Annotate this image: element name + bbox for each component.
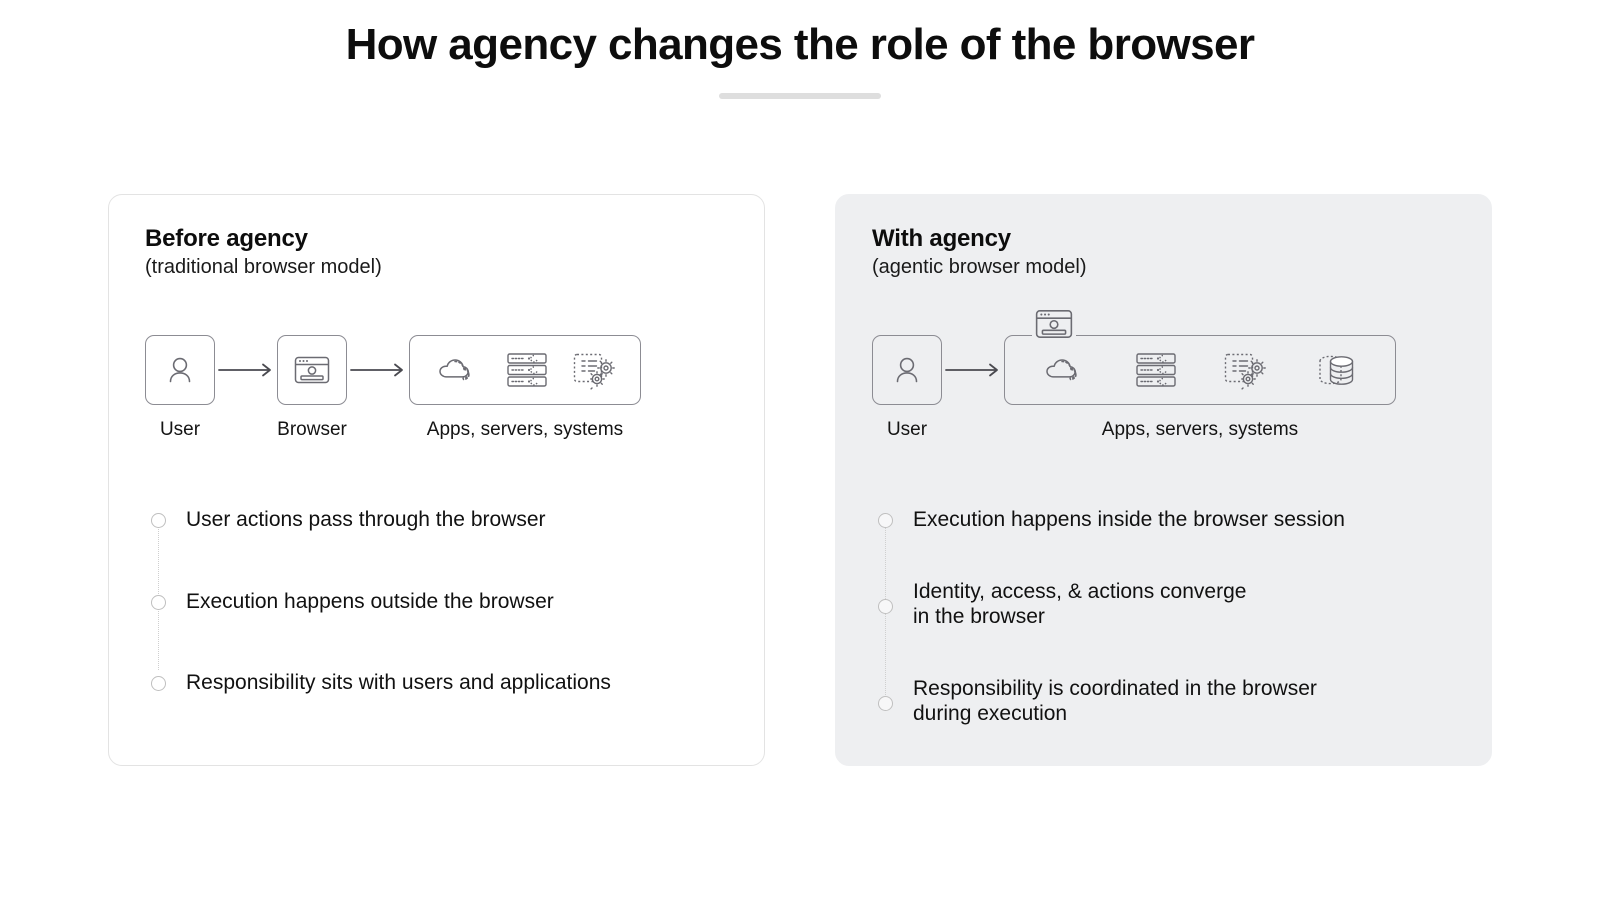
flow-group-systems-before: Apps, servers, systems	[409, 335, 641, 441]
database-icon	[1312, 350, 1360, 390]
bullet-dot-icon	[878, 513, 893, 528]
cloud-icon	[433, 353, 483, 387]
list-item-line-1: Execution happens inside the browser ses…	[913, 508, 1345, 531]
systems-group-box	[1004, 335, 1396, 405]
cloud-icon	[1040, 353, 1090, 387]
systems-group-box	[409, 335, 641, 405]
list-item: Execution happens outside the browser	[151, 589, 728, 615]
panel-with-agency: With agency (agentic browser model) User	[835, 194, 1492, 766]
document-gears-icon	[1222, 349, 1268, 391]
page-title: How agency changes the role of the brows…	[345, 20, 1255, 69]
systems-group-label: Apps, servers, systems	[1101, 419, 1299, 440]
list-item-line-1: Identity, access, & actions converge	[913, 579, 1247, 603]
bullet-list-before: User actions pass through the browser Ex…	[145, 507, 728, 696]
list-item-line-1: Responsibility is coordinated in the bro…	[913, 676, 1317, 700]
bullet-dot-icon	[878, 695, 893, 711]
user-icon	[163, 353, 197, 387]
flow-arrow-2-icon	[347, 335, 409, 405]
flow-arrow-1-icon	[215, 335, 277, 405]
panel-with-subtitle: (agentic browser model)	[872, 256, 1087, 278]
comparison-panels: Before agency (traditional browser model…	[108, 194, 1492, 766]
bullet-spacer	[151, 614, 728, 670]
list-item: Responsibility is coordinated in the bro…	[878, 676, 1455, 727]
panel-before-agency: Before agency (traditional browser model…	[108, 194, 765, 766]
browser-window-icon	[293, 353, 331, 387]
bullet-dot-icon	[151, 676, 166, 692]
list-item-label: Responsibility sits with users and appli…	[186, 671, 611, 695]
list-item-label: Execution happens inside the browser ses…	[913, 507, 1345, 533]
flow-diagram-before: User	[145, 335, 728, 441]
flow-node-user: User	[872, 335, 942, 441]
flow-diagram-with: User	[872, 305, 1455, 441]
server-rack-icon	[505, 351, 549, 389]
list-item-line-2: during execution	[913, 702, 1068, 726]
list-item: Responsibility sits with users and appli…	[151, 670, 728, 696]
panel-before-title: Before agency	[145, 225, 308, 252]
bullet-list-with: Execution happens inside the browser ses…	[872, 507, 1455, 727]
bullet-dot-icon	[151, 513, 166, 528]
flow-group-systems-with: Apps, servers, systems	[1004, 305, 1396, 441]
user-node-box	[872, 335, 942, 405]
list-item-line-2: in the browser	[913, 605, 1045, 629]
title-underline-rule	[719, 92, 881, 99]
systems-group-label: Apps, servers, systems	[426, 419, 624, 440]
list-item-label: Execution happens outside the browser	[186, 589, 554, 613]
bullet-spacer	[878, 630, 1455, 676]
flow-node-browser-label: Browser	[277, 419, 347, 440]
browser-window-icon	[1034, 306, 1074, 342]
panel-before-subtitle: (traditional browser model)	[145, 256, 382, 278]
panel-with-title: With agency	[872, 225, 1011, 252]
list-item-label: Responsibility is coordinated in the bro…	[913, 676, 1317, 727]
list-item: User actions pass through the browser	[151, 507, 728, 533]
list-item: Identity, access, & actions converge in …	[878, 579, 1455, 630]
flow-arrow-1-icon	[942, 335, 1004, 405]
browser-session-badge	[1032, 305, 1076, 343]
bullet-spacer	[878, 533, 1455, 579]
browser-node-box	[277, 335, 347, 405]
bullet-spacer	[151, 533, 728, 589]
flow-node-user: User	[145, 335, 215, 441]
user-node-box	[145, 335, 215, 405]
document-gears-icon	[571, 349, 617, 391]
bullet-dot-icon	[151, 594, 166, 610]
page-header: How agency changes the role of the brows…	[0, 0, 1600, 99]
user-icon	[890, 353, 924, 387]
list-item: Execution happens inside the browser ses…	[878, 507, 1455, 533]
server-rack-icon	[1134, 351, 1178, 389]
flow-node-user-label: User	[886, 419, 928, 440]
flow-node-browser: Browser	[277, 335, 347, 441]
list-item-label: Identity, access, & actions converge in …	[913, 579, 1246, 630]
flow-node-user-label: User	[159, 419, 201, 440]
list-item-label: User actions pass through the browser	[186, 508, 546, 531]
bullet-dot-icon	[878, 598, 893, 614]
